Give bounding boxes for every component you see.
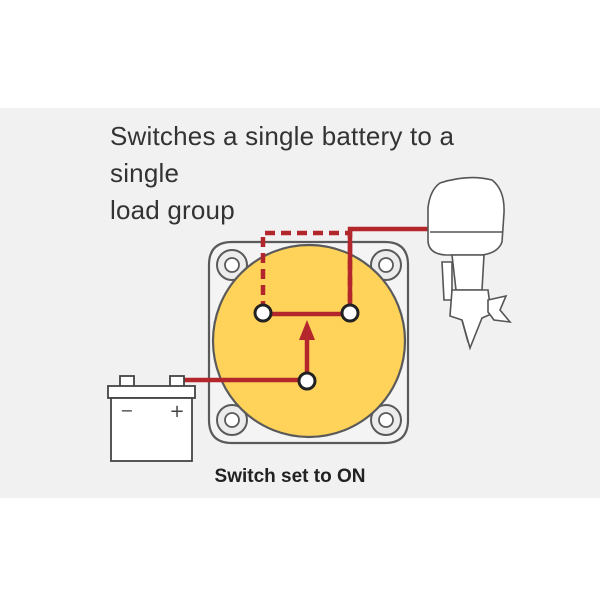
terminal-common — [297, 371, 317, 391]
motor-lower-unit — [449, 289, 498, 351]
wire-dashed-unused — [260, 230, 353, 311]
motor-cowling — [427, 176, 505, 256]
wiring — [177, 226, 435, 383]
mount-boss-top-left — [216, 249, 248, 281]
mount-boss-bottom-left — [216, 404, 248, 436]
battery-positive-symbol: + — [169, 401, 184, 422]
motor-midsection — [451, 254, 485, 291]
mount-boss-top-right — [370, 249, 402, 281]
title-line-2: load group — [110, 195, 235, 225]
diagram-title: Switches a single battery to a single lo… — [110, 118, 530, 229]
terminal-1 — [253, 303, 273, 323]
outboard-motor-icon — [427, 176, 512, 351]
switch-state-caption: Switch set to ON — [214, 466, 366, 487]
battery-icon: − + — [107, 375, 196, 462]
battery-lid — [107, 385, 196, 399]
wire-to-load — [347, 226, 435, 314]
battery-negative-symbol: − — [120, 401, 133, 420]
motor-skeg — [461, 319, 469, 343]
battery-body — [110, 397, 193, 462]
motor-clamp — [441, 261, 453, 301]
terminal-2 — [340, 303, 360, 323]
mount-boss-bottom-right — [370, 404, 402, 436]
title-line-1: Switches a single battery to a single — [110, 121, 455, 188]
arrow-up-icon — [299, 320, 315, 340]
motor-propeller — [487, 294, 512, 324]
